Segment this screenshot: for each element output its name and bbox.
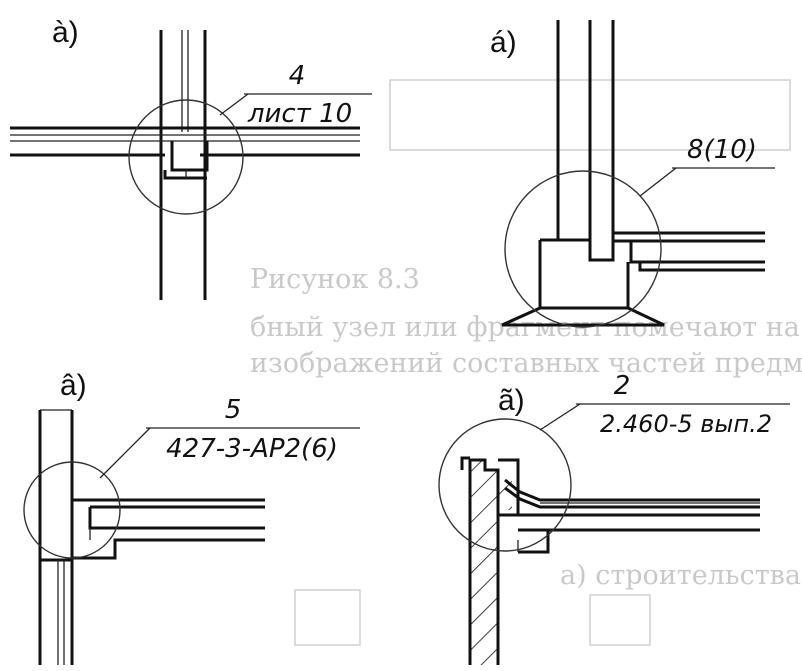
panel-c-slab	[70, 498, 265, 560]
detail-panel-b: á) 8(10)	[490, 20, 775, 328]
panel-b-slab	[613, 231, 765, 272]
panel-c-callout: 5 427-3-АР2(6)	[99, 395, 360, 479]
bleed-text-2: бный узел или фрагмент помечают на плана…	[250, 312, 802, 343]
bleed-through-layer: Рисунок 8.3 бный узел или фрагмент помеч…	[250, 79, 802, 646]
panel-a-callout-number: 4	[289, 61, 306, 91]
panel-a-joint	[163, 141, 209, 180]
panel-a-vertical-wall	[159, 30, 207, 300]
bleed-text-4: а) строительства, разреза, ф	[560, 560, 802, 591]
panel-b-wall	[556, 20, 615, 262]
panel-c-detail-circle	[23, 461, 121, 559]
panel-b-foundation	[501, 238, 665, 327]
panel-b-callout-sheet: 8(10)	[687, 135, 757, 165]
panel-a-callout: 4 лист 10	[219, 61, 372, 129]
panel-c-callout-number: 5	[225, 395, 242, 425]
panel-b-detail-circle	[504, 170, 662, 328]
panel-d-detail-circle	[438, 418, 572, 552]
panel-d-callout: 2 2.460-5 вып.2	[539, 371, 790, 438]
bleed-box-2	[589, 594, 651, 646]
panel-d-callout-sheet: 2.460-5 вып.2	[600, 410, 772, 438]
panel-d-letter: ã)	[498, 384, 525, 417]
detail-panel-c: â) 5 427-3-АР2(6)	[23, 369, 360, 665]
panel-d-slab	[504, 478, 760, 554]
detail-panel-d: ã) 2	[438, 371, 790, 665]
panel-c-callout-sheet: 427-3-АР2(6)	[166, 434, 338, 464]
bleed-box-1	[294, 589, 361, 646]
detail-panel-a: à) 4 лист 10	[10, 16, 372, 300]
panel-c-wall	[38, 409, 74, 665]
panel-b-callout: 8(10)	[639, 135, 775, 197]
panel-a-detail-circle	[128, 99, 244, 215]
panel-a-letter: à)	[52, 16, 79, 49]
panel-b-letter: á)	[490, 26, 517, 59]
panel-d-callout-number: 2	[614, 371, 631, 401]
bleed-text-1: Рисунок 8.3	[250, 264, 420, 295]
panel-d-wall	[460, 456, 520, 665]
panel-a-callout-sheet: лист 10	[247, 99, 352, 129]
panel-a-slab	[10, 126, 360, 157]
bleed-text-3: изображений составных частей предмета, т…	[250, 348, 802, 379]
panel-c-letter: â)	[60, 369, 87, 402]
